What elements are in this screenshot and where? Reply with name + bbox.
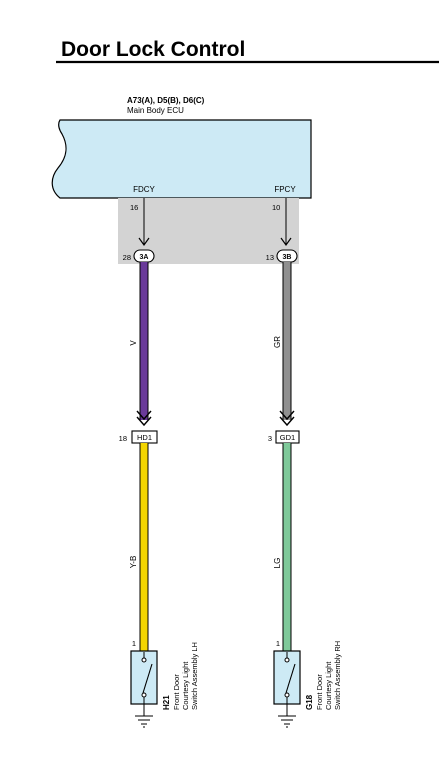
wire-label-v: V — [129, 340, 138, 346]
ecu-terminal-fpcy: FPCY — [274, 185, 296, 194]
ecu-terminal-fdcy: FDCY — [133, 185, 155, 194]
switch-rh-name-line-1: Front Door — [315, 674, 324, 710]
page-title: Door Lock Control — [61, 38, 245, 61]
connector-label-gd1: GD1 — [280, 433, 295, 442]
switch-rh — [273, 650, 301, 728]
switch-lh-name-line-3: Switch Assembly LH — [190, 642, 199, 710]
junction-pin-13: 13 — [266, 253, 274, 262]
switch-rh-pin: 1 — [276, 639, 280, 648]
switch-rh-name-line-3: Switch Assembly RH — [333, 641, 342, 710]
junction-pin-28: 28 — [123, 253, 131, 262]
ecu-name-label: Main Body ECU — [127, 106, 184, 115]
ecu-ref-label: A73(A), D5(B), D6(C) — [127, 96, 205, 105]
switch-lh — [130, 650, 158, 728]
wire-label-lg: LG — [273, 558, 282, 569]
switch-rh-name-line-2: Courtesy Light — [324, 661, 333, 710]
left-connector-arrow-icon — [136, 410, 152, 427]
ecu-box — [51, 119, 312, 199]
ecu-pin-10: 10 — [272, 203, 280, 212]
switch-rh-id: G18 — [305, 694, 314, 710]
switch-lh-blade — [142, 663, 153, 694]
junction-label-3b: 3B — [283, 254, 292, 261]
switch-lh-pin: 1 — [132, 639, 136, 648]
switch-lh-id: H21 — [162, 695, 171, 710]
connector-pin-18: 18 — [119, 434, 127, 443]
switch-rh-contact-bottom — [284, 692, 290, 698]
ecu-pin-16: 16 — [130, 203, 138, 212]
switch-lh-contact-top — [141, 657, 147, 663]
wire-label-y-b: Y-B — [129, 556, 138, 569]
switch-rh-label: G18 Front Door Courtesy Light Switch Ass… — [305, 641, 342, 710]
switch-rh-contact-top — [284, 657, 290, 663]
switch-lh-label: H21 Front Door Courtesy Light Switch Ass… — [162, 642, 199, 710]
right-connector-arrow-icon — [279, 410, 295, 427]
switch-rh-blade — [285, 663, 296, 694]
switch-lh-name-line-2: Courtesy Light — [181, 661, 190, 710]
switch-lh-name-line-1: Front Door — [172, 674, 181, 710]
connector-label-hd1: HD1 — [137, 433, 152, 442]
right-internal-arrow-icon — [280, 237, 292, 247]
switch-lh-contact-bottom — [141, 692, 147, 698]
left-internal-arrow-icon — [138, 237, 150, 247]
wire-label-gr: GR — [273, 336, 282, 348]
junction-label-3a: 3A — [140, 254, 149, 261]
connector-pin-3: 3 — [268, 434, 272, 443]
